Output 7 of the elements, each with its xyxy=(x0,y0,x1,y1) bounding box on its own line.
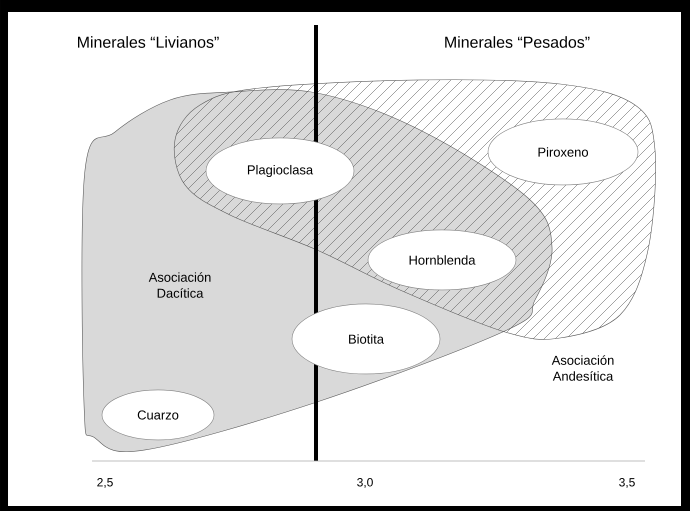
region-label: Asociación Dacítica xyxy=(148,272,210,298)
heading: Minerales “Pesados” xyxy=(445,36,590,48)
heading: Minerales “Livianos” xyxy=(78,36,219,48)
tick-label: 3,0 xyxy=(357,478,373,488)
tick-label: 2,5 xyxy=(97,478,113,488)
tick-label: 3,5 xyxy=(619,478,635,488)
region-label: Asociación Andesítica xyxy=(552,355,614,381)
